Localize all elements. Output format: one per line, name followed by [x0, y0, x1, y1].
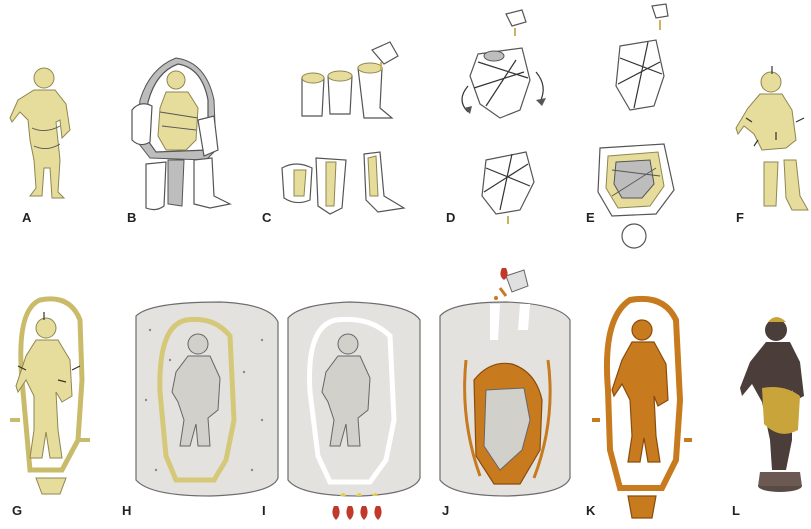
panel-j-bronze-pour	[440, 268, 570, 496]
label-a: A	[22, 210, 32, 225]
label-f: F	[736, 210, 744, 225]
label-h: H	[122, 503, 131, 518]
label-l: L	[732, 503, 740, 518]
panel-e-wax-shell	[598, 4, 674, 248]
panel-l-finished-statue	[740, 317, 804, 492]
label-e: E	[586, 210, 595, 225]
label-i: I	[262, 503, 266, 518]
panel-b-mold-pieces	[132, 58, 230, 210]
panel-f-wax-with-pins	[736, 66, 808, 210]
panel-g-sprue-system	[10, 299, 90, 494]
panel-i-burnout	[288, 302, 420, 520]
panel-k-bronze-cast	[592, 299, 692, 518]
label-j: J	[442, 503, 449, 518]
label-b: B	[127, 210, 136, 225]
heat-flames	[332, 493, 381, 520]
label-k: K	[586, 503, 596, 518]
label-d: D	[446, 210, 455, 225]
panel-h-investment-mold	[136, 302, 278, 496]
label-g: G	[12, 503, 22, 518]
panel-d-rotating-mold	[462, 10, 546, 224]
label-c: C	[262, 210, 272, 225]
panel-c-mold-sections	[282, 42, 404, 214]
panel-a-wax-statue	[10, 68, 70, 198]
crucible-pour	[494, 268, 528, 300]
